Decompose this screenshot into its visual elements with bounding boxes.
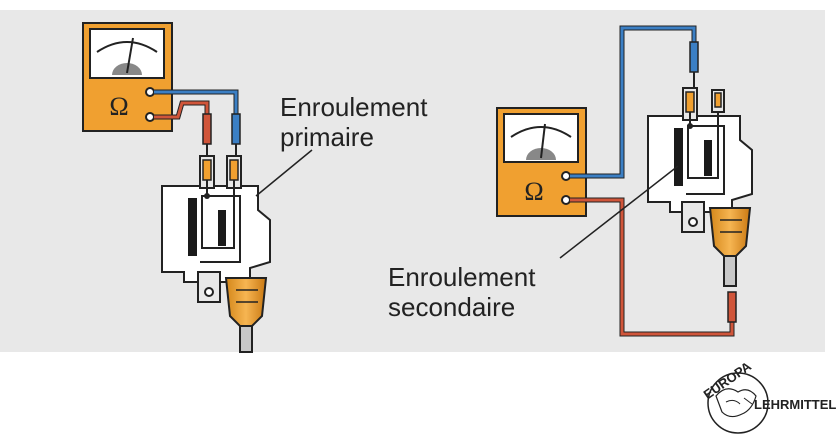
label-primary-line1: Enroulement xyxy=(280,92,428,122)
label-secondary-winding: Enroulement secondaire xyxy=(388,262,535,322)
ohmmeter-left xyxy=(82,22,173,132)
wire-blue-left xyxy=(154,89,241,162)
wire-red-right xyxy=(570,197,737,337)
label-primary-winding: Enroulement primaire xyxy=(280,92,427,152)
label-secondary-line2: secondaire xyxy=(388,292,516,322)
wire-blue-right xyxy=(570,25,699,179)
label-primary-line2: primaire xyxy=(280,122,374,152)
ignition-coil-left xyxy=(161,155,271,353)
leader-line-primary xyxy=(255,149,313,197)
europa-lehrmittel-logo xyxy=(707,372,769,434)
label-secondary-line1: Enroulement xyxy=(388,262,536,292)
logo-right-text: LEHRMITTEL xyxy=(754,397,836,412)
ignition-coil-right xyxy=(647,87,753,287)
ohm-symbol-right: Ω xyxy=(524,177,543,206)
ohm-symbol-left: Ω xyxy=(109,92,128,121)
leader-line-secondary xyxy=(559,165,679,259)
